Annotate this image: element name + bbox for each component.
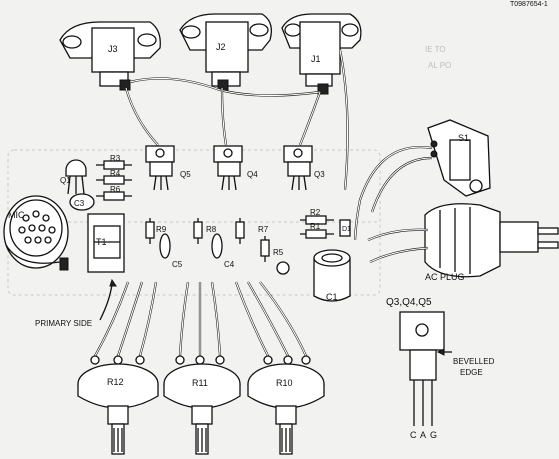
transistor-q4 <box>213 145 243 191</box>
transformer-t1 <box>87 213 125 273</box>
label-r8: R8 <box>206 225 217 234</box>
resistor-r1 <box>300 229 334 239</box>
label-t1: T1 <box>96 237 107 247</box>
faint-text-1: IE TO <box>425 45 446 54</box>
label-c5: C5 <box>172 260 183 269</box>
label-r12: R12 <box>107 377 124 387</box>
pot-wires <box>94 281 308 357</box>
resistor-r8 <box>193 218 203 244</box>
label-j2: J2 <box>216 42 226 52</box>
label-j3: J3 <box>108 44 118 54</box>
pin-c: C <box>410 430 417 440</box>
label-q1: Q1 <box>60 176 71 185</box>
switch-s1 <box>427 119 491 197</box>
label-r1: R1 <box>310 222 321 231</box>
label-mic: MIC <box>8 210 25 220</box>
potentiometer-r11 <box>163 355 241 455</box>
label-r7: R7 <box>258 225 269 234</box>
ac-plug <box>424 203 559 278</box>
label-r6: R6 <box>110 185 121 194</box>
inset-title: Q3,Q4,Q5 <box>386 297 432 308</box>
capacitor-c4 <box>211 233 223 259</box>
diode-d1 <box>339 219 351 237</box>
pinout-transistor <box>399 311 452 426</box>
transistor-q3 <box>283 145 313 191</box>
potentiometer-r10 <box>247 355 325 455</box>
resistor-r2 <box>300 215 334 225</box>
label-ac-plug: AC PLUG <box>425 272 465 282</box>
resistor-r3 <box>96 160 132 170</box>
resistor-r6 <box>96 191 132 201</box>
label-q5: Q5 <box>180 170 191 179</box>
figure-id: T0987654-1 <box>510 1 548 8</box>
potentiometer-r12 <box>77 355 159 455</box>
label-c1: C1 <box>326 292 338 302</box>
label-bevelled: BEVELLED <box>453 357 495 366</box>
label-edge: EDGE <box>460 368 483 377</box>
label-j1: J1 <box>311 54 321 64</box>
jack-wires <box>124 49 349 191</box>
label-d1: D1 <box>342 226 351 233</box>
label-c3: C3 <box>74 199 85 208</box>
capacitor-c5 <box>159 233 171 259</box>
label-r3: R3 <box>110 154 121 163</box>
transistor-q1 <box>65 159 87 195</box>
label-r10: R10 <box>276 378 293 388</box>
jack-j1 <box>281 13 362 95</box>
faint-text-2: AL PO <box>428 61 451 70</box>
microphone <box>3 195 69 269</box>
pin-g: G <box>430 430 437 440</box>
label-q4: Q4 <box>247 170 258 179</box>
label-s1: S1 <box>458 133 469 143</box>
resistor-r5 <box>260 236 270 262</box>
label-r2: R2 <box>310 208 321 217</box>
resistor-r9 <box>145 218 155 244</box>
label-r11: R11 <box>192 378 208 388</box>
label-r9: R9 <box>156 225 167 234</box>
label-r5: R5 <box>273 248 284 257</box>
resistor-r4 <box>96 175 132 185</box>
transistor-q5 <box>145 145 175 191</box>
label-r4: R4 <box>110 169 121 178</box>
pin-a: A <box>420 430 426 440</box>
resistor-r7 <box>235 218 245 244</box>
jack-j3 <box>59 21 161 91</box>
jack-j2 <box>179 13 273 91</box>
capacitor-c3 <box>69 193 95 211</box>
capacitor-c1 <box>313 249 351 302</box>
label-primary-side: PRIMARY SIDE <box>35 319 92 328</box>
label-c4: C4 <box>224 260 235 269</box>
label-q3: Q3 <box>314 170 325 179</box>
